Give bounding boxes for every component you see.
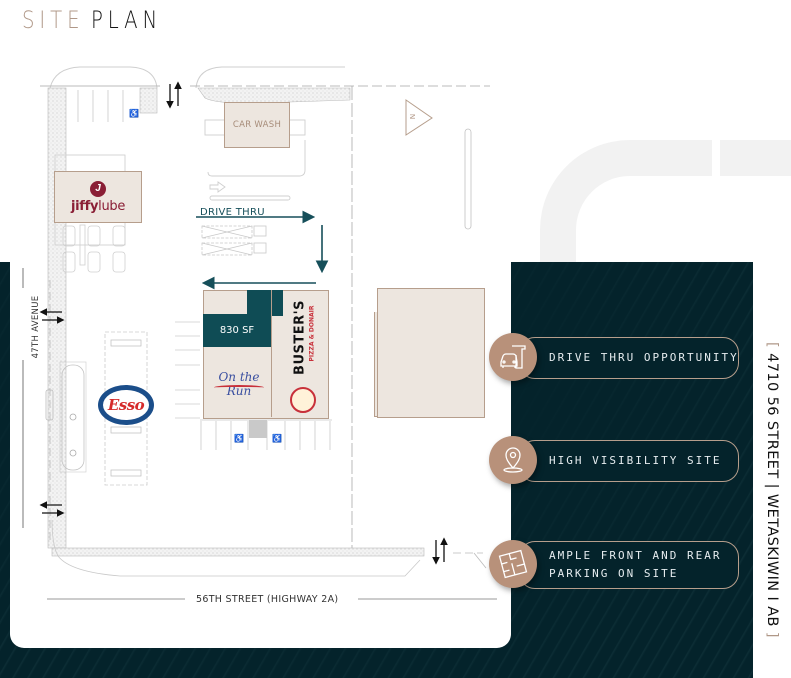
background-logo-gap bbox=[712, 135, 720, 185]
feature-label-line1: AMPLE FRONT AND REAR bbox=[549, 549, 722, 562]
busters-tagline: PIZZA & DONAIR bbox=[308, 305, 316, 362]
feature-label: DRIVE THRU OPPORTUNITY bbox=[549, 351, 739, 364]
feature-high-visibility: HIGH VISIBILITY SITE bbox=[489, 436, 739, 484]
street-label-56th-street: 56TH STREET (HIGHWAY 2A) bbox=[192, 594, 343, 605]
available-unit-830sf[interactable]: 830 SF bbox=[203, 314, 271, 347]
title-site: SITE bbox=[22, 6, 85, 34]
on-the-run-logo: On the Run bbox=[218, 370, 260, 398]
drive-thru-label: DRIVE THRU bbox=[200, 207, 265, 218]
address-vertical: [ 4710 56 STREET | WETASKIWIN I AB ] bbox=[757, 330, 787, 650]
svg-text:♿: ♿ bbox=[272, 433, 282, 443]
floor-plan-icon bbox=[489, 540, 537, 588]
unit-divider bbox=[271, 290, 272, 417]
street-label-47th-avenue: 47TH AVENUE bbox=[31, 295, 41, 359]
accessible-icon: ♿ bbox=[129, 108, 139, 118]
feature-label: HIGH VISIBILITY SITE bbox=[549, 454, 722, 467]
feature-drive-thru: DRIVE THRU OPPORTUNITY bbox=[489, 333, 739, 381]
feature-parking: AMPLE FRONT AND REAR PARKING ON SITE bbox=[489, 540, 739, 589]
jiffy-lube-building: J jiffylube bbox=[54, 171, 142, 223]
svg-text:♿: ♿ bbox=[234, 433, 244, 443]
jiffy-lube-logo-icon: J bbox=[90, 180, 106, 197]
pad-building-notch bbox=[374, 312, 379, 417]
address-text: [ 4710 56 STREET | WETASKIWIN I AB ] bbox=[764, 342, 780, 638]
available-unit-extension bbox=[247, 290, 283, 316]
feature-label: AMPLE FRONT AND REAR PARKING ON SITE bbox=[549, 541, 721, 589]
drive-thru-icon bbox=[489, 333, 537, 381]
feature-label-line2: PARKING ON SITE bbox=[549, 567, 679, 580]
car-wash-building: CAR WASH bbox=[224, 102, 290, 148]
jiffy-lube-wordmark: jiffylube bbox=[70, 198, 126, 214]
busters-logo: BUSTER'S PIZZA & DONAIR bbox=[283, 296, 323, 386]
busters-name: BUSTER'S bbox=[292, 300, 308, 375]
map-pin-icon bbox=[489, 436, 537, 484]
esso-logo: Esso bbox=[98, 385, 154, 425]
busters-mascot-icon bbox=[290, 387, 316, 413]
feature-pill bbox=[519, 337, 739, 379]
pad-building bbox=[377, 288, 485, 418]
svg-text:N: N bbox=[408, 114, 415, 119]
title-plan: PLAN bbox=[90, 6, 163, 34]
on-the-run-swoosh bbox=[214, 385, 264, 390]
